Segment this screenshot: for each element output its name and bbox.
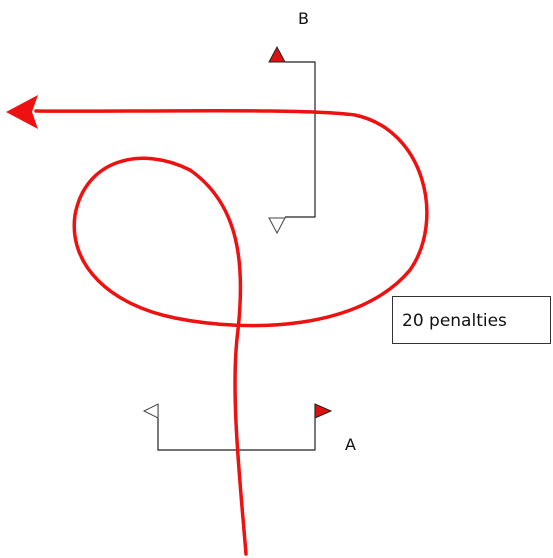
penalty-text: 20 penalties	[402, 311, 507, 331]
gate-a: A	[142, 403, 356, 454]
gate-a-label: A	[345, 435, 356, 454]
route-arrowhead-icon	[6, 95, 38, 129]
gate-a-flag-filled-icon	[314, 403, 333, 419]
gate-b-flag-filled-icon	[268, 45, 286, 63]
gate-b-frame	[285, 61, 316, 218]
gate-b-flag-outline-icon	[268, 217, 286, 235]
gate-b-label: B	[298, 9, 309, 28]
gate-b: B	[268, 9, 316, 235]
route-path	[34, 109, 429, 556]
penalty-box: 20 penalties	[392, 296, 551, 344]
gate-a-flag-outline-icon	[142, 403, 159, 419]
